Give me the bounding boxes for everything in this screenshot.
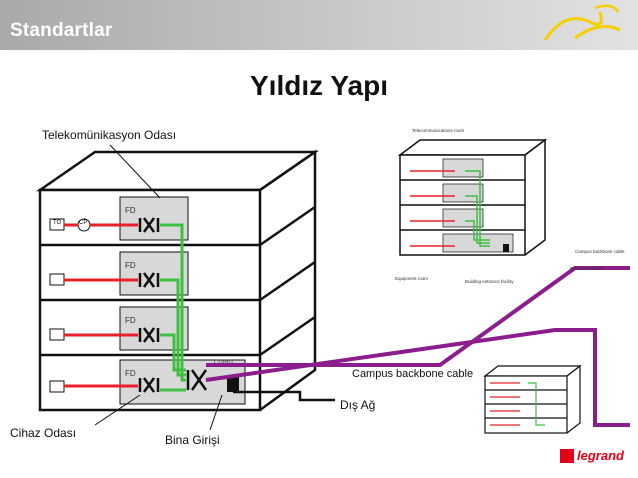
small-top-entrance-label: Building entrance facility xyxy=(465,279,514,284)
fd-label-2: FD xyxy=(125,261,136,270)
header-bar: Standartlar xyxy=(0,0,638,50)
small-top-equipment-label: Equipment room xyxy=(395,276,428,281)
fd-label-3: FD xyxy=(125,316,136,325)
fd-label-1: FD xyxy=(125,206,136,215)
fd-label-4: FD xyxy=(125,369,136,378)
external-network-line xyxy=(233,390,335,402)
logo-icon xyxy=(560,448,574,463)
small-top-external-label: External network xyxy=(570,266,604,271)
small-top-campus-label: Campus backbone cable xyxy=(575,249,625,254)
brand-swoosh-icon xyxy=(543,4,621,41)
building-entrance-label: Bina Girişi xyxy=(165,433,220,447)
campus-backbone-cables xyxy=(205,266,630,427)
building-backbone-cables xyxy=(160,223,186,392)
small-top-telecom-label: Telecommunications room xyxy=(412,128,465,133)
brand-logo: legrand xyxy=(560,448,624,463)
external-network-label: Dış Ağ xyxy=(340,398,376,412)
small-building-bottom xyxy=(483,364,582,434)
brand-name: legrand xyxy=(577,448,624,463)
building-entrance-block xyxy=(227,375,239,392)
to-label-1: TO xyxy=(53,220,62,226)
cp-label: CP xyxy=(79,220,88,226)
horizontal-cables xyxy=(64,223,138,388)
cross-connect-symbols xyxy=(138,217,208,393)
telecom-room-label: Telekomünikasyon Odası xyxy=(42,128,177,142)
header-title: Standartlar xyxy=(10,20,113,41)
equipment-room-label: Cihaz Odası xyxy=(10,426,77,440)
campus-backbone-label: Campus backbone cable xyxy=(352,368,474,380)
page-title: Yıldız Yapı xyxy=(250,70,388,101)
